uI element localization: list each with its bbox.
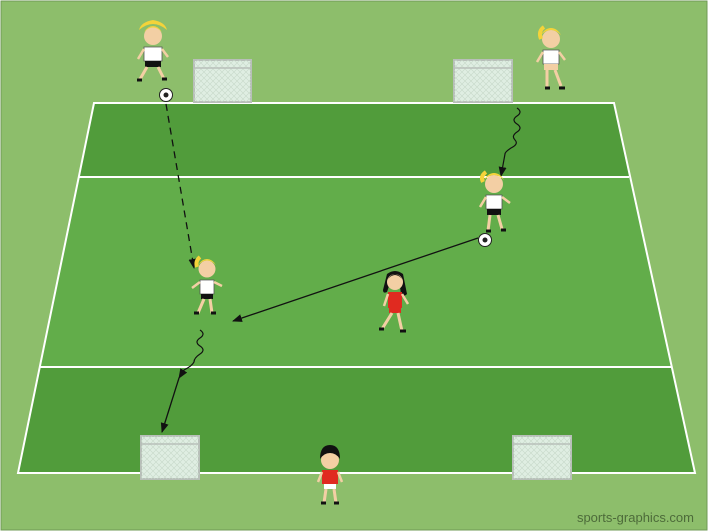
dribble-path-top-right [498, 107, 521, 177]
dribble-path-to-goal [178, 329, 204, 379]
pass-long-path [232, 237, 479, 322]
player-red-goalkeeper [316, 445, 344, 505]
credit-watermark: sports-graphics.com [576, 510, 694, 525]
pass-dashed-path [165, 103, 197, 269]
top-zone [79, 103, 629, 177]
player-red-midfield [379, 271, 410, 333]
player-white-midfield [478, 170, 511, 233]
ball-midfield [478, 233, 492, 247]
goal-top-right [453, 59, 513, 103]
bottom-zone [18, 367, 695, 473]
goal-top-left [193, 59, 252, 103]
player-white-top-left [136, 20, 169, 82]
field-boundary [16, 102, 697, 474]
player-white-top-right [535, 25, 566, 90]
ball-top-left [159, 88, 173, 102]
shot-path [160, 377, 180, 433]
player-white-receiver [191, 255, 223, 315]
goal-bottom-right [512, 435, 572, 480]
goal-bottom-left [140, 435, 200, 480]
